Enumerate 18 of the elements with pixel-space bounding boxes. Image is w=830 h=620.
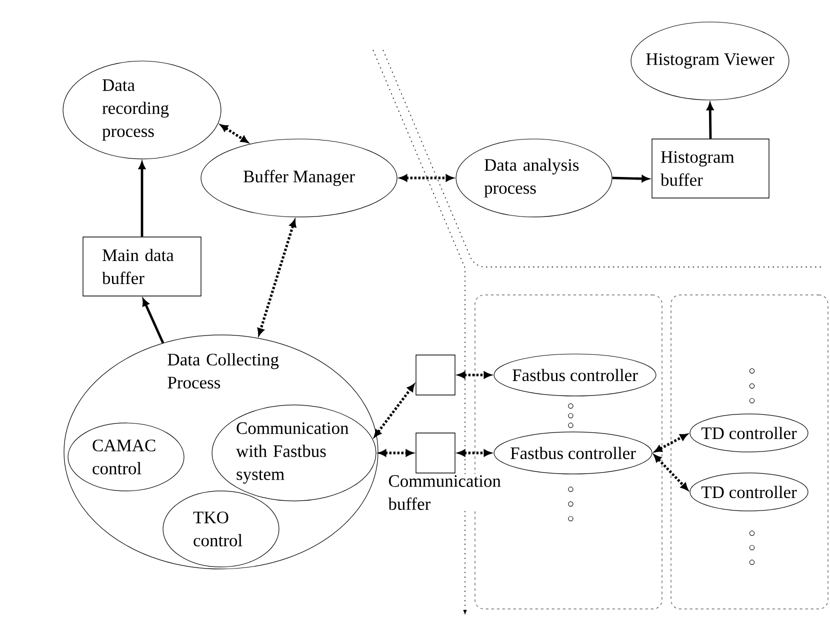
- double-arrow: [220, 124, 248, 143]
- double-arrow: [378, 450, 413, 456]
- arrow: [142, 298, 164, 344]
- buffer-box: Histogram buffer: [652, 138, 770, 198]
- buffer-box: [416, 354, 456, 396]
- buffer-box: [416, 432, 456, 474]
- arrow: [138, 162, 146, 237]
- double-arrow: [400, 174, 454, 182]
- buffer-box: Main data buffer: [82, 236, 202, 296]
- double-arrow: [654, 434, 688, 452]
- arrow: [612, 175, 649, 182]
- arrow: [706, 102, 714, 139]
- double-arrow: [374, 384, 414, 438]
- double-arrow: [257, 220, 296, 336]
- double-arrow: [654, 454, 688, 490]
- double-arrow: [458, 372, 492, 378]
- double-arrow: [458, 450, 492, 456]
- buffer-caption: Communication buffer: [387, 474, 508, 511]
